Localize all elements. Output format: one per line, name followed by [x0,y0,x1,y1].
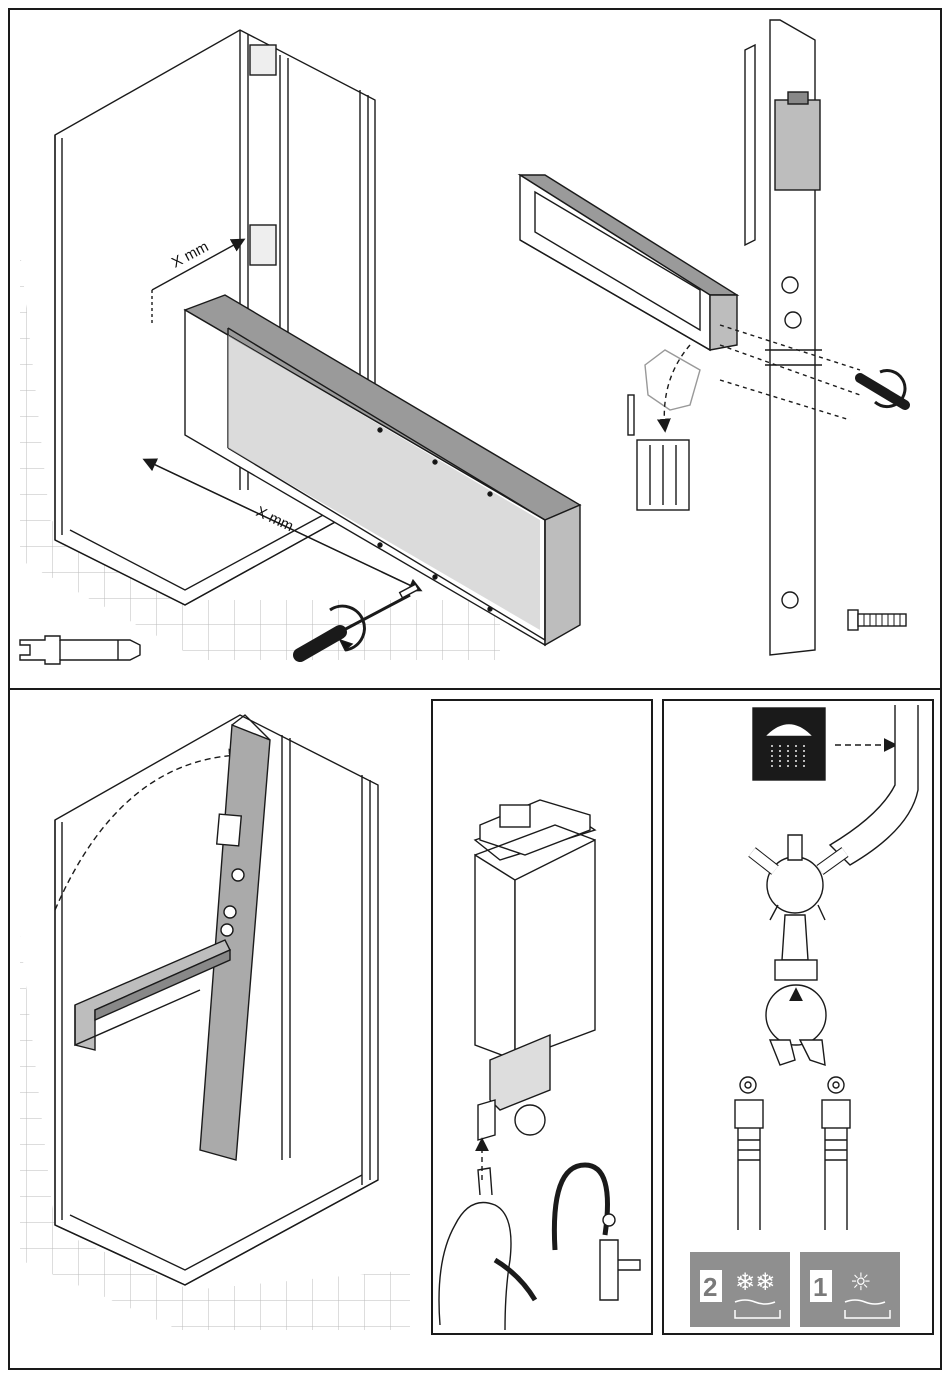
panel-mounting: X mm X mm [20,20,906,664]
hand-icon [439,1168,535,1330]
shower-panel-rail [745,20,822,655]
badge-hot: 1 ☼ [800,1252,900,1327]
fitting-icon [20,636,140,664]
storage-bin [628,345,700,510]
screwdriver-icon-right [860,371,905,407]
sun-icon: ☼ [850,1268,872,1296]
badge-hot-number: 1 [813,1272,827,1302]
shelf-box-small [520,175,737,350]
badge-cold: 2 ❄❄ [690,1252,790,1327]
screw-icon [848,610,906,630]
hose-cold [735,1100,763,1230]
panel-rail-install [20,715,410,1330]
snowflake-icon: ❄❄ [735,1268,775,1296]
panel-cartridge [439,800,640,1330]
hose-hot [822,1100,850,1230]
shower-icon [753,708,825,780]
shelf-box-large [185,295,580,645]
panel-hoses [735,705,918,1230]
badge-cold-number: 2 [703,1272,717,1302]
